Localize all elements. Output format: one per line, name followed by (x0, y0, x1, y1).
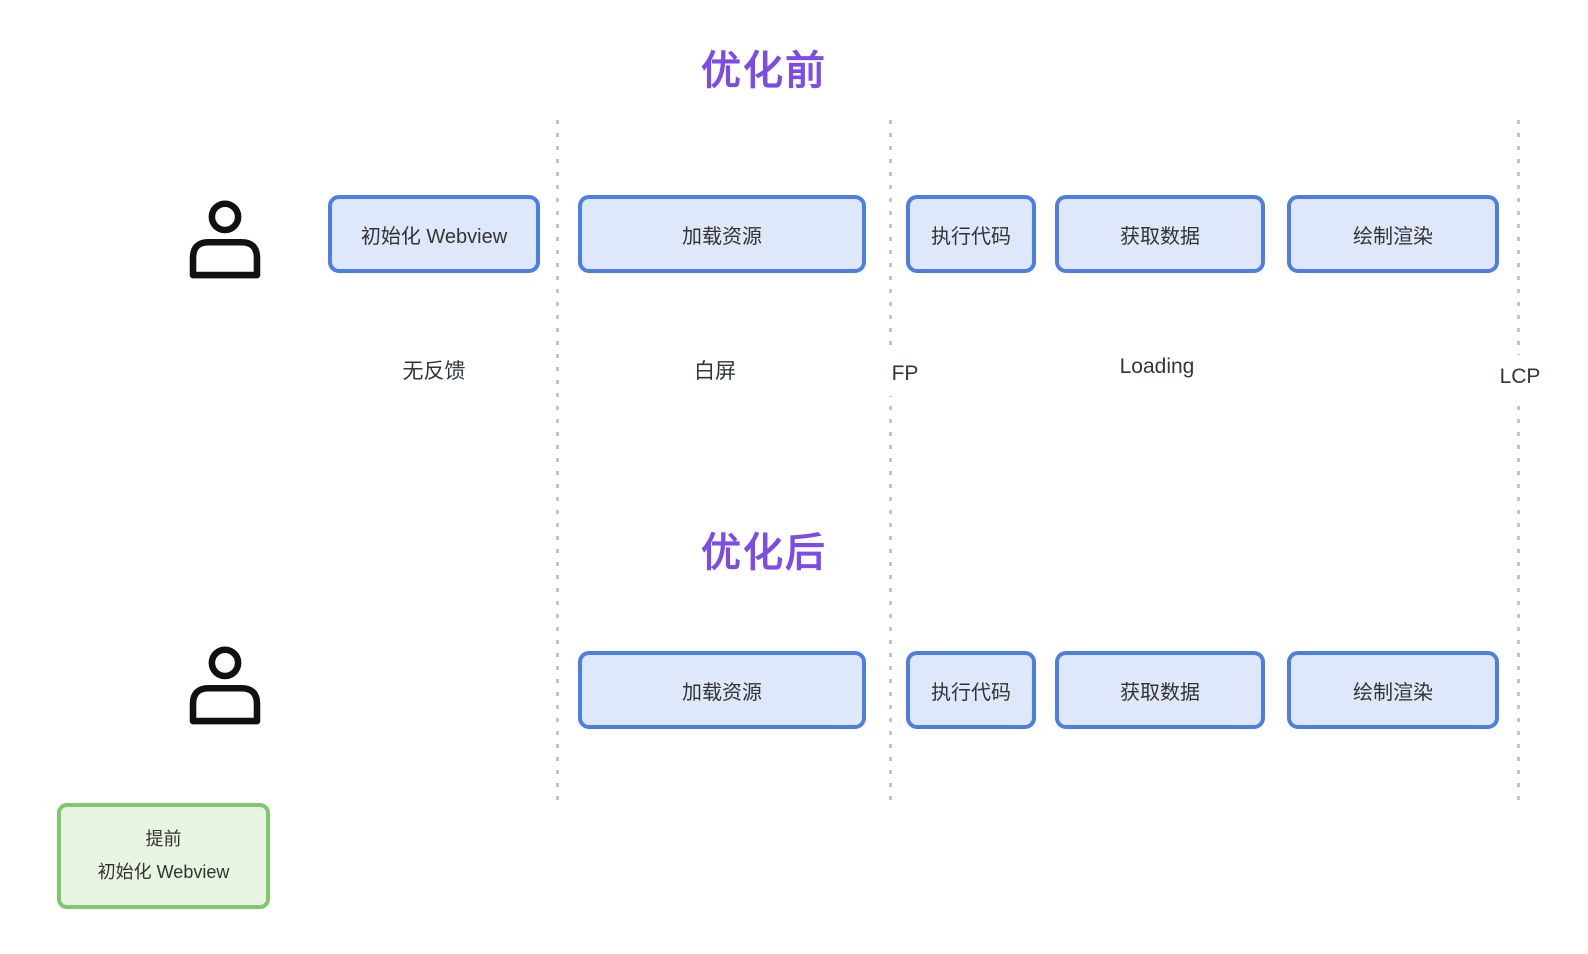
stage-box-execute-code: 执行代码 (906, 195, 1036, 273)
pre-init-webview-box: 提前 初始化 Webview (57, 803, 270, 909)
stage-box-paint-render: 绘制渲染 (1287, 651, 1499, 729)
stage-box-label: 绘制渲染 (1353, 681, 1433, 704)
stage-box-label: 获取数据 (1120, 225, 1200, 248)
stage-box-label: 绘制渲染 (1353, 225, 1433, 248)
stage-box-label: 加载资源 (682, 225, 762, 248)
phase-label-fp: FP (885, 352, 925, 396)
stage-box-load-resources: 加载资源 (578, 195, 866, 273)
phase-label-loading: Loading (1119, 355, 1195, 378)
stage-box-load-resources: 加载资源 (578, 651, 866, 729)
stage-box-label: 执行代码 (931, 225, 1011, 248)
stage-box-fetch-data: 获取数据 (1055, 651, 1265, 729)
before-section-title: 优化前 (701, 49, 827, 93)
person-icon (184, 643, 266, 727)
after-section-title: 优化后 (701, 531, 827, 575)
phase-label-lcp: LCP (1493, 355, 1547, 399)
phase-label-white-screen: 白屏 (694, 360, 736, 383)
timeline-divider-fp-left (556, 120, 559, 808)
timeline-divider-fp (889, 120, 892, 808)
phase-label-no-feedback: 无反馈 (402, 360, 466, 383)
stage-box-label: 初始化 Webview (360, 225, 508, 248)
stage-box-fetch-data: 获取数据 (1055, 195, 1265, 273)
stage-box-label: 加载资源 (682, 681, 762, 704)
stage-box-label: 执行代码 (931, 681, 1011, 704)
timeline-divider-lcp (1517, 120, 1520, 808)
stage-box-execute-code: 执行代码 (906, 651, 1036, 729)
pre-init-line2: 初始化 Webview (97, 862, 230, 882)
stage-box-paint-render: 绘制渲染 (1287, 195, 1499, 273)
stage-box-init-webview: 初始化 Webview (328, 195, 540, 273)
stage-box-label: 获取数据 (1120, 681, 1200, 704)
person-icon (184, 197, 266, 281)
pre-init-line1: 提前 (145, 828, 182, 849)
